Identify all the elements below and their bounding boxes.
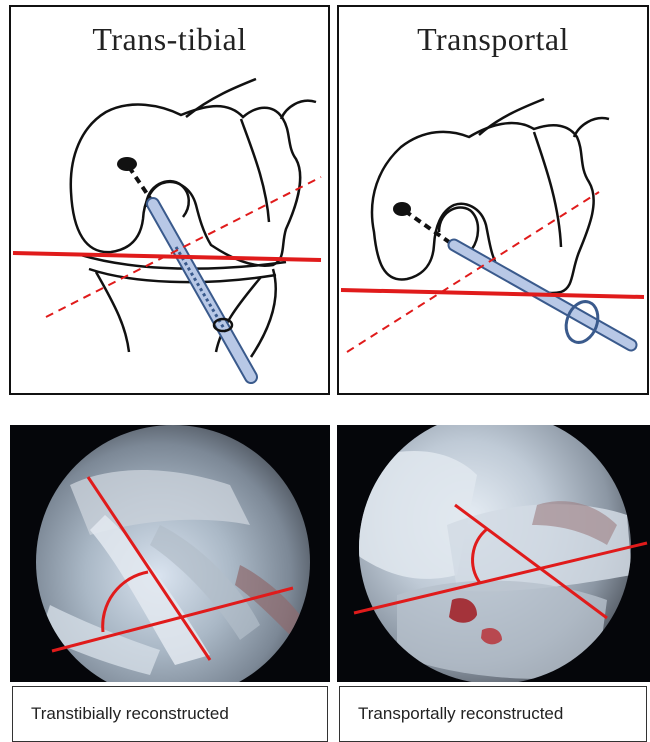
transportal-arthroscopy-photo <box>337 425 650 682</box>
tunnel-axis-dashed-red <box>46 177 321 317</box>
transportal-caption-box: Transportally reconstructed <box>339 686 647 742</box>
femoral-footprint-dot <box>117 157 137 171</box>
transtibial-knee-drawing <box>11 7 330 395</box>
femur-side-line <box>281 101 316 119</box>
transtibial-caption: Transtibially reconstructed <box>31 704 229 724</box>
tibia-plateau-lower <box>89 269 276 282</box>
transtibial-diagram-panel: Trans-tibial <box>9 5 330 395</box>
transportal-diagram-panel: Transportal <box>337 5 649 395</box>
fibula-edge <box>251 269 276 357</box>
transportal-knee-drawing <box>339 7 649 395</box>
transtibial-caption-box: Transtibially reconstructed <box>12 686 328 742</box>
transportal-photo-drawing <box>337 425 650 682</box>
femur-shaft-line <box>186 79 256 117</box>
femur-outline <box>71 105 300 266</box>
guide-wire <box>153 204 251 377</box>
joint-line-red <box>341 290 644 297</box>
joint-line-red <box>13 253 321 260</box>
transportal-caption: Transportally reconstructed <box>358 704 563 724</box>
transtibial-arthroscopy-photo <box>10 425 330 682</box>
femur-side-line <box>574 118 609 137</box>
transtibial-photo-drawing <box>10 425 330 682</box>
